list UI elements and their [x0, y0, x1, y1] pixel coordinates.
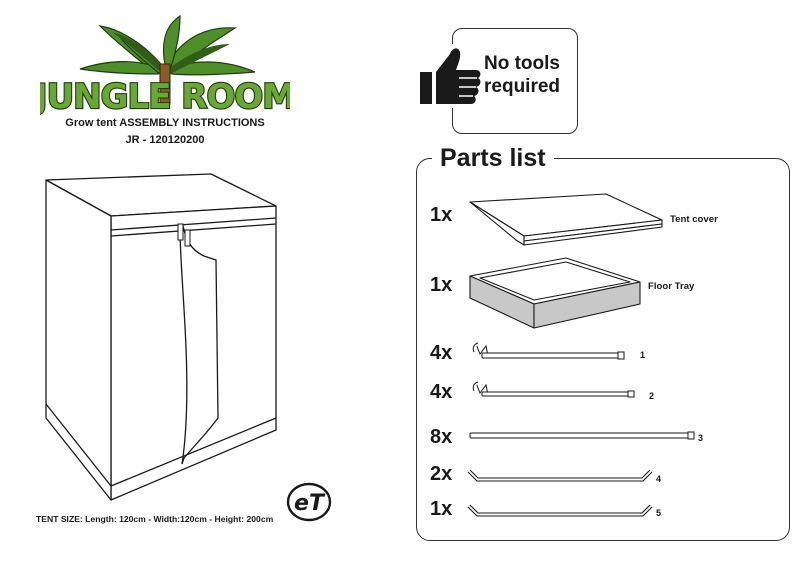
bar-4-drawing — [467, 469, 653, 482]
part-qty-bar-4: 2x — [430, 463, 453, 485]
thumbs-up-icon — [416, 44, 482, 108]
part-label-floor-tray: Floor Tray — [648, 281, 695, 292]
part-number-2: 2 — [649, 391, 655, 401]
parts-list-box — [416, 158, 790, 541]
assembly-subtitle: Grow tent ASSEMBLY INSTRUCTIONS — [65, 117, 265, 129]
tent-size-note: TENT SIZE: Length: 120cm - Width:120cm -… — [36, 514, 274, 524]
part-qty-floor-tray: 1x — [430, 274, 453, 296]
product-code: JR - 120120200 — [125, 134, 205, 146]
no-tools-line1: No tools — [484, 53, 560, 74]
part-qty-bar-5: 1x — [430, 498, 453, 520]
parts-list-title: Parts list — [432, 144, 554, 173]
floor-tray-drawing — [469, 257, 641, 329]
part-number-3: 3 — [698, 433, 704, 443]
no-tools-text: No tools required — [484, 52, 576, 98]
svg-text:eT: eT — [294, 491, 326, 516]
part-qty-pole-1: 4x — [430, 342, 453, 364]
part-qty-pole-3: 8x — [430, 426, 453, 448]
tent-illustration — [45, 173, 277, 501]
part-number-4: 4 — [656, 474, 662, 484]
tent-cover-drawing — [469, 193, 663, 246]
bar-5-drawing — [467, 504, 653, 517]
pole-3-drawing — [469, 431, 695, 440]
no-tools-line2: required — [484, 76, 561, 97]
part-number-5: 5 — [656, 508, 662, 518]
pole-1-drawing — [472, 342, 625, 360]
et-logo: eT — [286, 482, 332, 522]
part-label-tent-cover: Tent cover — [670, 214, 718, 225]
part-qty-pole-2: 4x — [430, 381, 453, 403]
pole-2-drawing — [472, 381, 635, 398]
part-qty-tent-cover: 1x — [430, 204, 453, 226]
part-number-1: 1 — [640, 350, 646, 360]
brand-text: JUNGLE ROOM — [40, 77, 290, 117]
jungle-room-logo: JUNGLE ROOM — [40, 14, 290, 118]
